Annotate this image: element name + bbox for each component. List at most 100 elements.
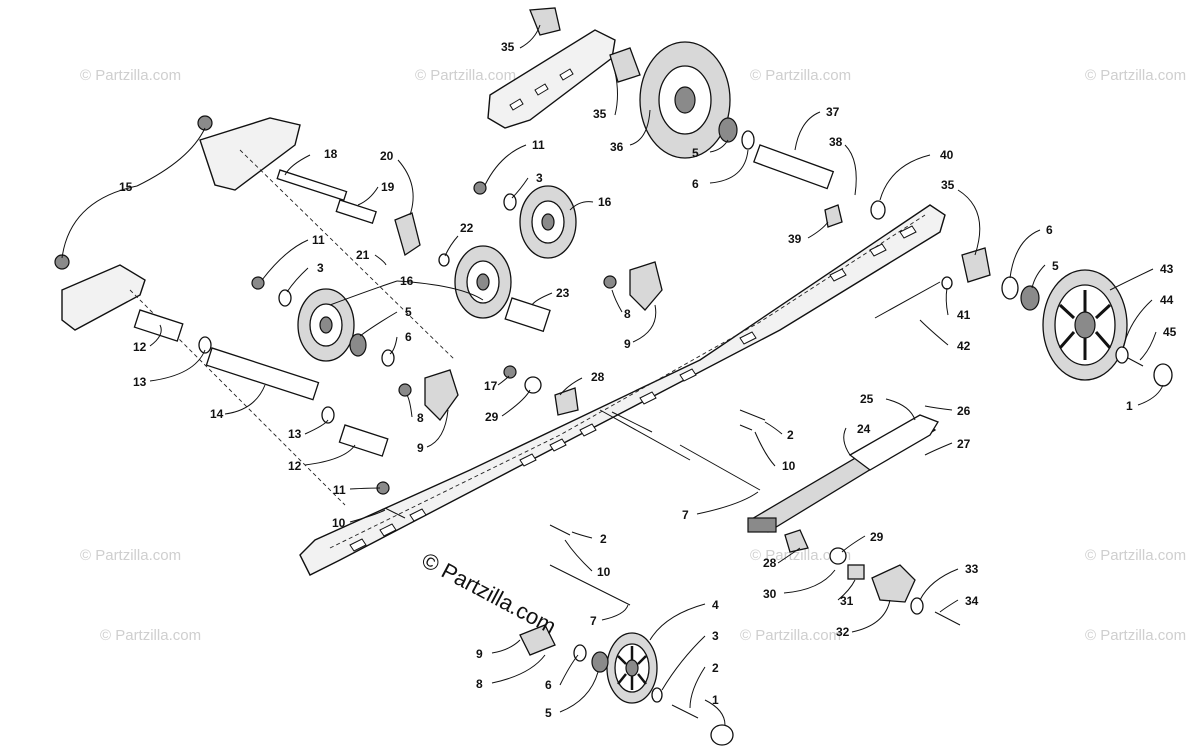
callout-33: 33 — [965, 562, 979, 576]
callout-14: 14 — [210, 407, 224, 421]
callout-35: 35 — [941, 178, 955, 192]
callout-35: 35 — [593, 107, 607, 121]
callout-40: 40 — [940, 148, 954, 162]
shaft-group — [133, 144, 941, 606]
callout-2: 2 — [712, 661, 719, 675]
callout-13: 13 — [133, 375, 147, 389]
callout-labels: 35 35 36 37 38 5 6 40 11 3 16 18 20 19 1… — [119, 40, 1177, 720]
watermark-text: © Partzilla.com — [415, 67, 516, 84]
callout-10: 10 — [332, 516, 346, 530]
callout-34: 34 — [965, 594, 979, 608]
callout-13: 13 — [288, 427, 302, 441]
callout-41: 41 — [957, 308, 971, 322]
callout-36: 36 — [610, 140, 624, 154]
callout-1: 1 — [1126, 399, 1133, 413]
callout-45: 45 — [1163, 325, 1177, 339]
watermark-text: © Partzilla.com — [1085, 547, 1186, 564]
callout-42: 42 — [957, 339, 971, 353]
wheel-4 — [606, 632, 658, 704]
watermark-text: © Partzilla.com — [1085, 627, 1186, 644]
callout-12: 12 — [133, 340, 147, 354]
callout-16: 16 — [598, 195, 612, 209]
watermark-text: © Partzilla.com — [750, 67, 851, 84]
watermark-group: © Partzilla.com © Partzilla.com © Partzi… — [80, 67, 1186, 644]
callout-19: 19 — [381, 180, 395, 194]
callout-16: 16 — [400, 274, 414, 288]
callout-38: 38 — [829, 135, 843, 149]
callout-27: 27 — [957, 437, 971, 451]
callout-11: 11 — [333, 483, 346, 497]
callout-8: 8 — [417, 411, 424, 425]
callout-28: 28 — [591, 370, 605, 384]
callout-1: 1 — [712, 693, 719, 707]
watermark-large-text: © Partzilla.com — [418, 547, 561, 639]
leader-lines — [61, 24, 1164, 726]
callout-35: 35 — [501, 40, 515, 54]
callout-43: 43 — [1160, 262, 1174, 276]
callout-18: 18 — [324, 147, 338, 161]
callout-20: 20 — [380, 149, 394, 163]
callout-3: 3 — [317, 261, 324, 275]
callout-3: 3 — [536, 171, 543, 185]
wheel-43 — [1042, 269, 1128, 381]
watermark-text: © Partzilla.com — [80, 547, 181, 564]
callout-8: 8 — [476, 677, 483, 691]
callout-29: 29 — [870, 530, 884, 544]
callout-3: 3 — [712, 629, 719, 643]
callout-11: 11 — [312, 233, 325, 247]
callout-9: 9 — [476, 647, 483, 661]
callout-5: 5 — [1052, 259, 1059, 273]
callout-5: 5 — [692, 146, 699, 160]
callout-32: 32 — [836, 625, 850, 639]
callout-8: 8 — [624, 307, 631, 321]
callout-44: 44 — [1160, 293, 1174, 307]
slide-arm — [747, 414, 939, 533]
idler-wheel-36 — [639, 41, 731, 159]
callout-7: 7 — [682, 508, 689, 522]
callout-26: 26 — [957, 404, 971, 418]
callout-28: 28 — [763, 556, 777, 570]
callout-9: 9 — [624, 337, 631, 351]
watermark-text: © Partzilla.com — [80, 67, 181, 84]
callout-17: 17 — [484, 379, 498, 393]
callout-6: 6 — [545, 678, 552, 692]
callout-6: 6 — [1046, 223, 1053, 237]
callout-6: 6 — [405, 330, 412, 344]
callout-9: 9 — [417, 441, 424, 455]
callout-31: 31 — [840, 594, 854, 608]
rail-left — [61, 117, 456, 506]
callout-5: 5 — [405, 305, 412, 319]
callout-6: 6 — [692, 177, 699, 191]
wheel-16-lower — [297, 288, 355, 362]
callout-24: 24 — [857, 422, 871, 436]
callout-22: 22 — [460, 221, 474, 235]
callout-30: 30 — [763, 587, 777, 601]
callout-21: 21 — [356, 248, 370, 262]
callout-4: 4 — [712, 598, 719, 612]
callout-10: 10 — [782, 459, 796, 473]
callout-7: 7 — [590, 614, 597, 628]
callout-25: 25 — [860, 392, 874, 406]
callout-5: 5 — [545, 706, 552, 720]
callout-10: 10 — [597, 565, 611, 579]
callout-12: 12 — [288, 459, 302, 473]
callout-2: 2 — [787, 428, 794, 442]
callout-23: 23 — [556, 286, 570, 300]
rail-top-rear — [487, 29, 616, 129]
wheel-16-middle — [454, 245, 512, 319]
wheel-16-upper — [519, 185, 577, 259]
callout-15: 15 — [119, 180, 133, 194]
small-parts — [54, 7, 1173, 746]
watermark-text: © Partzilla.com — [1085, 67, 1186, 84]
watermark-text: © Partzilla.com — [100, 627, 201, 644]
callout-39: 39 — [788, 232, 802, 246]
rail-right — [299, 204, 946, 576]
callout-37: 37 — [826, 105, 840, 119]
watermark-text: © Partzilla.com — [750, 547, 851, 564]
callout-11: 11 — [532, 138, 545, 152]
callout-2: 2 — [600, 532, 607, 546]
callout-29: 29 — [485, 410, 499, 424]
watermark-text: © Partzilla.com — [740, 627, 841, 644]
